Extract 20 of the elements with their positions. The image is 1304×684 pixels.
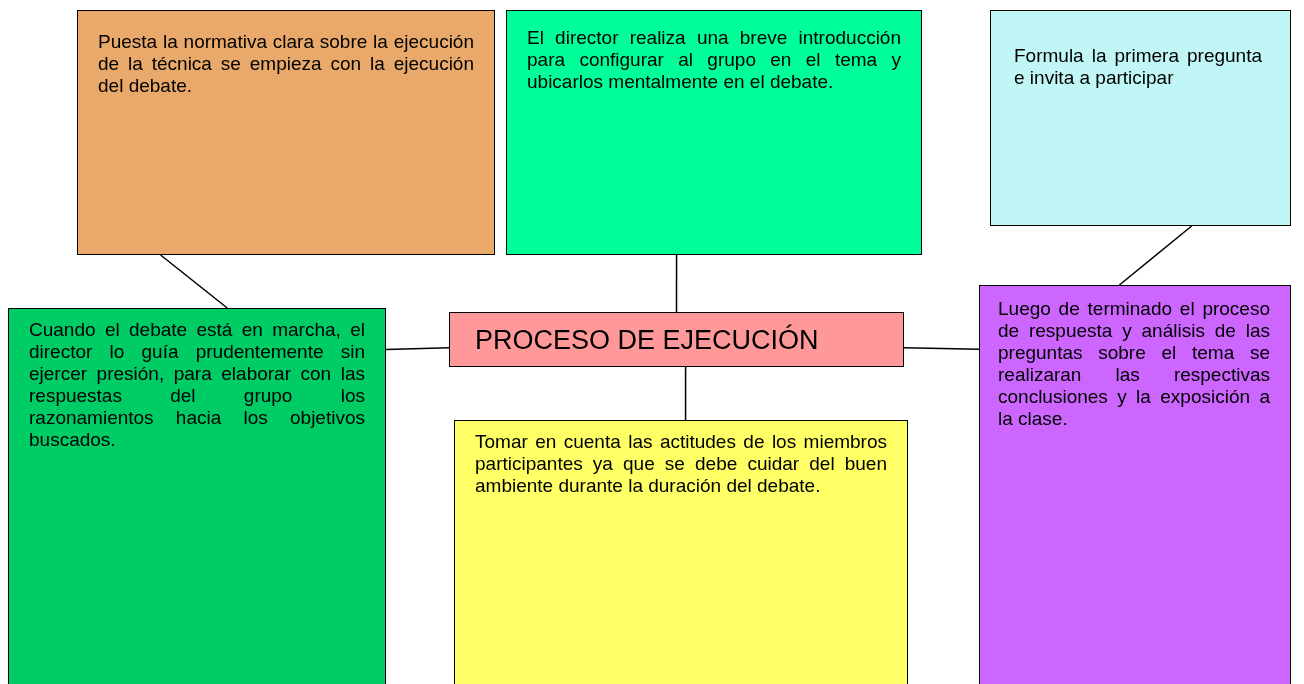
connector-line [684, 366, 687, 421]
connector-line [1118, 225, 1193, 286]
step-box [979, 285, 1291, 684]
step-text: Tomar en cuenta las actitudes de los miembros participantes ya que se debe cuidar del buen ambiente durante la duración del debate. [475, 431, 887, 497]
step-text: Formula la primera pregunta e invita a participar [1014, 45, 1262, 89]
step-box [506, 10, 922, 255]
central-topic-box [449, 312, 904, 367]
step-box [454, 420, 908, 684]
step-text: El director realiza una breve introducción para configurar al grupo en el tema y ubicarlos mentalmente en el debate. [527, 27, 901, 93]
step-box [990, 10, 1291, 226]
connector-line [903, 347, 980, 350]
step-box [77, 10, 495, 255]
connector-line [675, 254, 678, 313]
step-text: Puesta la normativa clara sobre la ejecución de la técnica se empieza con la ejecución del debate. [98, 31, 474, 97]
connector-line [159, 254, 228, 309]
connector-line [385, 347, 450, 351]
central-topic-text: PROCESO DE EJECUCIÓN [475, 325, 820, 355]
step-box [8, 308, 386, 684]
step-text: Cuando el debate está en marcha, el director lo guía prudentemente sin ejercer presión, para elaborar con las respuestas del grupo los razonamientos hacia los objetivos buscados. [29, 319, 365, 451]
step-text: Luego de terminado el proceso de respuesta y análisis de las preguntas sobre el tema se realizaran las respectivas conclusiones y la exposición a la clase. [998, 298, 1270, 430]
